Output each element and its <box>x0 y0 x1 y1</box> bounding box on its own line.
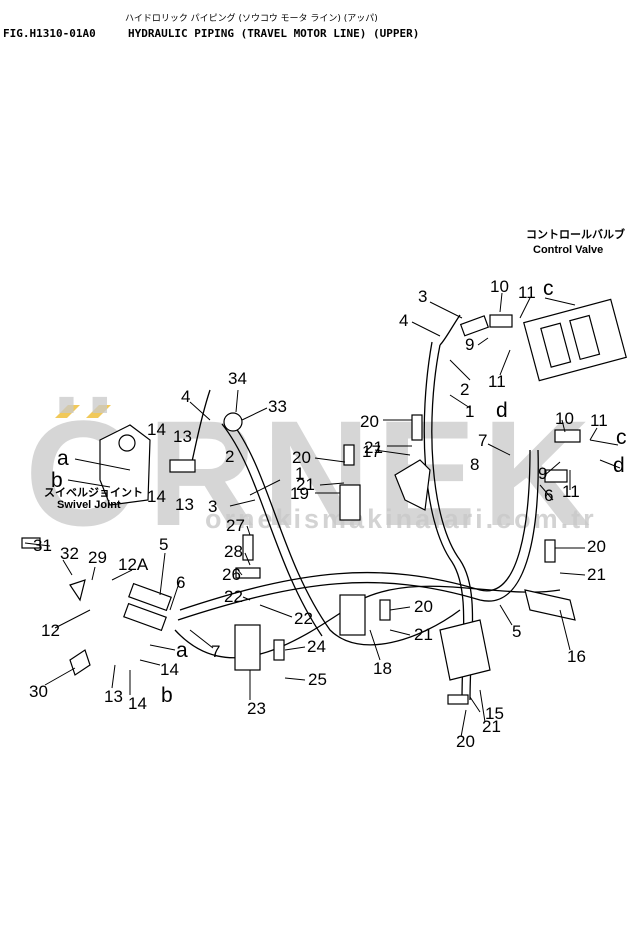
callout: 13 <box>173 427 192 446</box>
callout: 34 <box>228 369 247 388</box>
callout: 31 <box>33 536 52 555</box>
callout: 10 <box>555 409 574 428</box>
callout: 11 <box>518 283 536 302</box>
callout-letter: c <box>616 426 627 449</box>
callout: 14 <box>160 660 179 679</box>
callout: 12 <box>41 621 60 640</box>
callout: 28 <box>224 542 243 561</box>
brackets-and-fittings <box>21 314 581 705</box>
swivel-joint-label: Swivel Joint <box>57 499 121 511</box>
control-valve-label: Control Valve <box>533 244 603 256</box>
callout: 2 <box>225 447 234 466</box>
callout: 10 <box>490 277 509 296</box>
callout: 9 <box>538 464 547 483</box>
callout: 8 <box>470 455 479 474</box>
callout: 2 <box>460 380 469 399</box>
callout: 5 <box>512 622 521 641</box>
callout-letter: a <box>57 447 69 470</box>
callout: 33 <box>268 397 287 416</box>
callout: 24 <box>307 637 326 656</box>
callout: 21 <box>587 565 606 584</box>
callout: 13 <box>104 687 123 706</box>
callout: 19 <box>290 484 309 503</box>
figure-title: HYDRAULIC PIPING (TRAVEL MOTOR LINE) (UP… <box>128 27 419 40</box>
callout: 17 <box>362 442 381 461</box>
callout: 32 <box>60 544 79 563</box>
callout: 3 <box>418 287 427 306</box>
callout: 11 <box>562 482 580 501</box>
callout: 11 <box>488 372 506 391</box>
swivel-joint <box>99 424 151 506</box>
callout: 9 <box>465 335 474 354</box>
callout: 6 <box>176 573 185 592</box>
callout: 16 <box>567 647 586 666</box>
callout-letter: a <box>176 639 188 662</box>
callout: 30 <box>29 682 48 701</box>
callout: 14 <box>147 420 166 439</box>
callout: 5 <box>159 535 168 554</box>
callout: 13 <box>175 495 194 514</box>
watermark-accent-icon <box>55 405 80 418</box>
callout: 22 <box>224 587 243 606</box>
callout: 12A <box>118 555 149 574</box>
callout: 3 <box>208 497 217 516</box>
callout: 11 <box>590 411 608 430</box>
callout-numbers: 3 4 10 11 c 9 2 11 d 1 10 11 7 8 9 6 11 … <box>29 277 627 751</box>
callout: 7 <box>211 642 220 661</box>
callout-letter: d <box>613 454 625 477</box>
callout: 4 <box>181 387 190 406</box>
callout-letter: b <box>51 469 63 492</box>
callout: 25 <box>308 670 327 689</box>
callout-letter: b <box>161 684 173 707</box>
callout: 14 <box>128 694 147 713</box>
callout: 22 <box>294 609 313 628</box>
watermark-accent-icon <box>86 405 111 418</box>
callout: 27 <box>226 516 245 535</box>
watermark-url: ornekismakinalari.com.tr <box>205 504 597 534</box>
leader-lines <box>24 292 621 738</box>
callout: 20 <box>414 597 433 616</box>
callout: 4 <box>399 311 408 330</box>
control-valve-label-jp: コントロールバルブ <box>526 227 625 241</box>
callout: 7 <box>478 431 487 450</box>
control-valve <box>523 298 627 382</box>
callout: 20 <box>587 537 606 556</box>
callout-letter: d <box>496 399 508 422</box>
callout: 20 <box>456 732 475 751</box>
callout: 20 <box>360 412 379 431</box>
callout: 18 <box>373 659 392 678</box>
callout-letter: c <box>543 277 554 300</box>
callout: 21 <box>364 438 383 457</box>
callout: 29 <box>88 548 107 567</box>
figure-number: FIG.H1310-01A0 <box>3 27 96 40</box>
callout: 23 <box>247 699 266 718</box>
callout: 1 <box>465 402 474 421</box>
callout: 21 <box>414 625 433 644</box>
callout: 21 <box>482 717 501 736</box>
swivel-joint-label-jp: スイベルジョイント <box>44 486 143 499</box>
callout: 1 <box>295 464 304 483</box>
callout: 26 <box>222 565 241 584</box>
callout: 20 <box>292 448 311 467</box>
callout: 15 <box>485 704 504 723</box>
title-japanese: ハイドロリック パイピング (ソウコウ モータ ライン) (アッパ) <box>125 12 378 24</box>
callout: 6 <box>544 486 553 505</box>
callout: 21 <box>296 475 315 494</box>
callout: 14 <box>147 487 166 506</box>
